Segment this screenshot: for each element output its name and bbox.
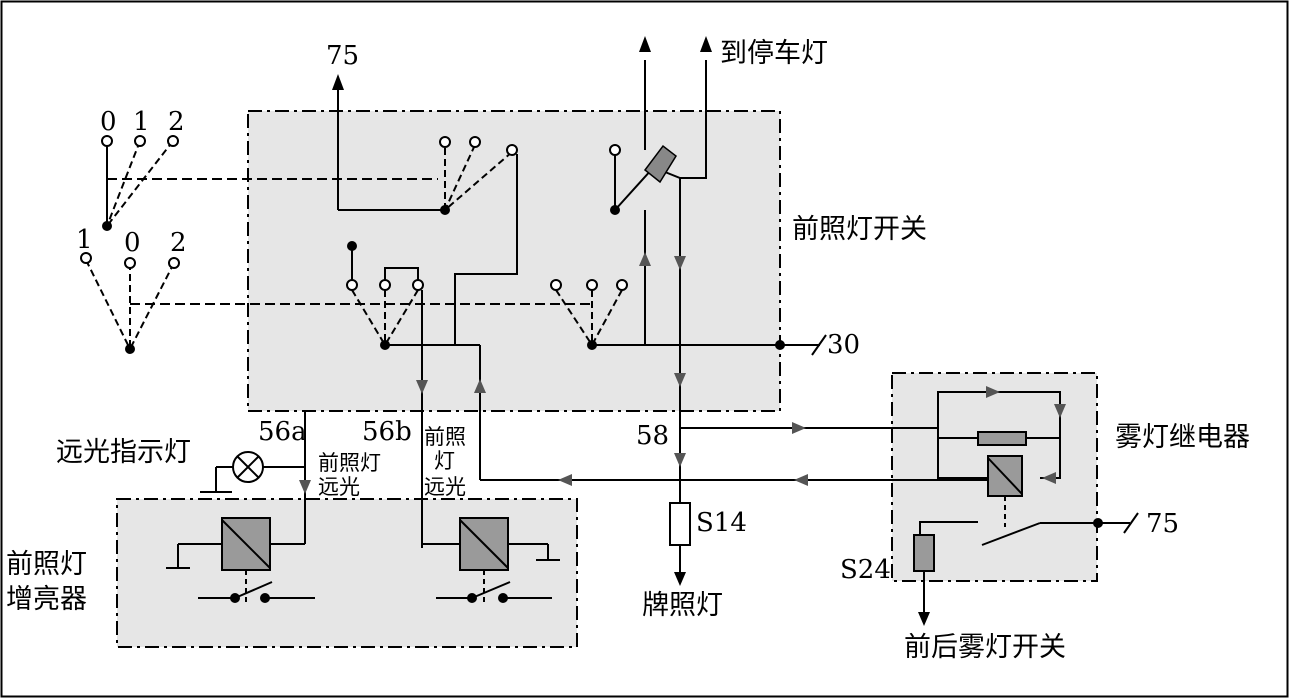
arrow-56b-down [416, 380, 428, 394]
arrow-up-645 [639, 252, 651, 266]
arrow-relay-right [986, 386, 1000, 398]
label-56b: 56b [362, 417, 412, 447]
label-high-beam-indicator: 远光指示灯 [56, 437, 191, 468]
dimmer-switch-contacts [346, 241, 481, 548]
label-license-lamp: 牌照灯 [642, 590, 723, 621]
label-30: 30 [827, 330, 860, 360]
label-fog-switch: 前后雾灯开关 [904, 632, 1066, 663]
label-headlamp-high-left-1: 前照灯 [318, 451, 381, 475]
label-58: 58 [636, 421, 669, 451]
label-s24: S24 [840, 555, 891, 585]
label-56a: 56a [258, 417, 307, 447]
booster-relay-right [422, 517, 560, 605]
label-s14: S14 [696, 508, 747, 538]
label-headlamp-high-right-3: 远光 [424, 475, 466, 499]
arrow-relay-left [1042, 472, 1056, 484]
arrow-to-parking-left [639, 36, 651, 52]
lower-right-switch [550, 279, 827, 356]
upper-switch-contacts [439, 136, 518, 345]
switch-lower-pos-2: 2 [170, 228, 187, 258]
booster-relay-left [166, 517, 315, 605]
switch-upper-pos-2: 2 [168, 107, 185, 137]
high-beam-indicator-lamp [200, 451, 264, 493]
label-headlamp-high-right-2: 灯 [434, 449, 455, 473]
label-75-right: 75 [1146, 509, 1179, 539]
terminal-75-wire [332, 74, 445, 211]
label-headlamp-high-left-2: 远光 [318, 475, 360, 499]
label-headlamp-switch: 前照灯开关 [792, 214, 927, 245]
upper-knob-switch [101, 135, 179, 231]
fuse-s24 [913, 534, 935, 572]
arrow-58-right [792, 422, 806, 434]
label-booster-1: 前照灯 [6, 549, 87, 580]
switch-upper-pos-0: 0 [100, 107, 117, 137]
switch-lower-pos-0: 0 [124, 228, 141, 258]
lower-knob-switch [80, 252, 180, 354]
arrow-up-lower [474, 379, 486, 393]
headlamp-switch-box [247, 110, 781, 412]
arrow-down-680-a [674, 256, 686, 270]
label-booster-2: 增亮器 [6, 584, 87, 615]
arrow-return-left-a [794, 474, 808, 486]
arrow-56a-down [299, 480, 311, 494]
switch-lever [643, 144, 677, 184]
arrow-relay-down [1054, 404, 1066, 418]
fuse-s14 [669, 502, 691, 546]
arrow-fog-switch-down [918, 612, 930, 626]
arrow-58-down [674, 453, 686, 467]
arrow-return-left-b [558, 474, 572, 486]
label-fog-relay: 雾灯继电器 [1115, 422, 1250, 453]
arrow-down-680-b [674, 373, 686, 387]
arrow-to-parking-right [700, 36, 712, 52]
label-headlamp-high-right-1: 前照 [424, 425, 466, 449]
label-75-top: 75 [326, 41, 359, 71]
switch-upper-pos-1: 1 [133, 107, 150, 137]
arrow-license-down [674, 572, 686, 586]
terminal-56a-wire [262, 411, 306, 545]
label-to-parking-lamp: 到停车灯 [720, 38, 828, 69]
switch-lower-pos-1: 1 [76, 225, 93, 255]
